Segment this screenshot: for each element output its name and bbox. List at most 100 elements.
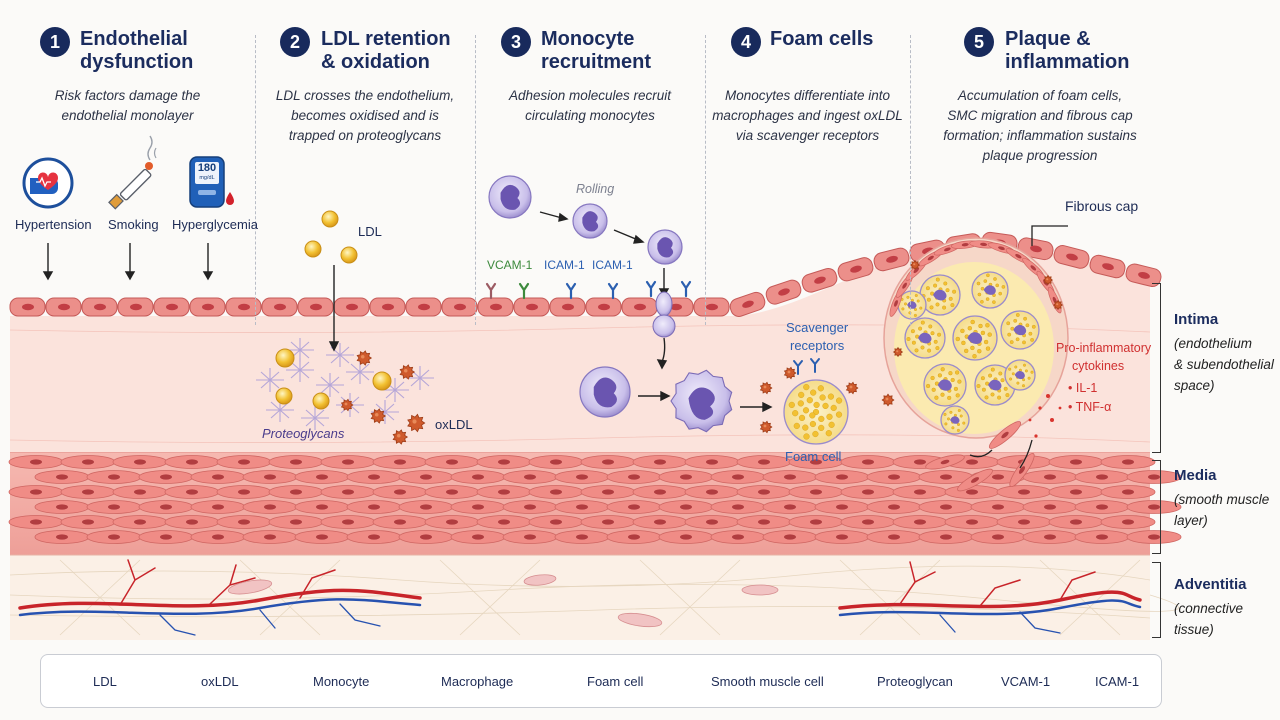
hypertension-icon [22, 157, 74, 209]
smooth-muscle-cell [86, 530, 142, 544]
foam-cell [897, 290, 927, 320]
legend: LDL oxLDL Monocyte Macrophage Foam cell … [40, 654, 1162, 708]
smooth-muscle-cell [34, 500, 90, 514]
endothelial-cell [153, 297, 190, 317]
smooth-muscle-cell [632, 485, 688, 499]
endothelial-cell [585, 297, 622, 317]
monocyte-arrows [539, 211, 773, 413]
smooth-muscle-cell [684, 485, 740, 499]
endothelial-cell [513, 297, 550, 317]
smooth-muscle-cell [970, 500, 1026, 514]
smc-migration-arrows [969, 439, 1033, 469]
smooth-muscle-cell [424, 515, 480, 529]
smooth-muscle-cell [788, 485, 844, 499]
smooth-muscle-cell [736, 485, 792, 499]
smooth-muscle-cell [320, 455, 376, 469]
migrating-smcs [925, 421, 1035, 492]
smooth-muscle-cell [528, 515, 584, 529]
smooth-muscle-cell [372, 515, 428, 529]
proteoglycan [316, 373, 344, 397]
smooth-muscle-cell [216, 455, 272, 469]
monocyte [647, 229, 683, 265]
step-divider [705, 35, 706, 325]
smooth-muscle-cell [762, 500, 818, 514]
endothelial-cell [549, 297, 586, 317]
plaque [881, 225, 1069, 492]
smooth-muscle-cell [450, 470, 506, 484]
media-bracket [1152, 460, 1161, 554]
smooth-muscle-cell [476, 515, 532, 529]
ldl-label: LDL [358, 224, 382, 239]
smooth-muscle-cell [892, 515, 948, 529]
proteoglycan [326, 343, 354, 367]
smooth-muscle-cell [112, 455, 168, 469]
step-description: Accumulation of foam cells,SMC migration… [943, 88, 1137, 163]
ldl-entry-arrow [328, 265, 340, 352]
smooth-muscle-cell [424, 455, 480, 469]
step-number: 5 [964, 27, 994, 57]
macrophages [670, 369, 733, 433]
smooth-muscle-cell [840, 455, 896, 469]
foam-cell [783, 379, 849, 445]
oxldl-particle [783, 366, 797, 380]
smooth-muscle-cell [450, 500, 506, 514]
smooth-muscle-cell [372, 455, 428, 469]
vcam1-label: VCAM-1 [487, 258, 533, 272]
endothelial-cell [873, 247, 910, 272]
smooth-muscle-cell [1074, 500, 1130, 514]
smooth-muscle-cell [242, 500, 298, 514]
smooth-muscle-cell [1126, 530, 1182, 544]
smooth-muscle-cell [164, 455, 220, 469]
smooth-muscle-cell [86, 470, 142, 484]
oxldl-particles [340, 350, 426, 445]
plaque-foam-cells [897, 271, 1040, 435]
monocytes [488, 175, 683, 418]
foam-cell [1000, 310, 1040, 350]
foam-cell [923, 363, 967, 407]
smooth-muscle-cell [996, 515, 1052, 529]
step-number: 1 [40, 27, 70, 57]
cytokines-label-2: cytokines [1072, 359, 1125, 373]
smooth-muscle-cell [294, 500, 350, 514]
smooth-muscle-cell [580, 455, 636, 469]
legend-macrophage: Macrophage [441, 673, 514, 689]
smooth-muscle-cell [710, 500, 766, 514]
adventitia-fibers [9, 559, 1179, 636]
endothelial-cell [693, 297, 730, 317]
ldl-particles [275, 210, 392, 410]
oxldl-particle [370, 408, 387, 424]
fibrous-cap-cells [889, 240, 1062, 317]
smooth-muscle-cell [8, 485, 64, 499]
scavenger-receptors-label: Scavenger [786, 320, 849, 335]
smooth-muscle-cell [762, 470, 818, 484]
smooth-muscle-cell [138, 500, 194, 514]
proteoglycan [346, 360, 374, 384]
step-description: LDL crosses the endothelium,becomes oxid… [275, 88, 455, 143]
smooth-muscle-cell [1126, 470, 1182, 484]
smooth-muscle-cell [554, 530, 610, 544]
endothelial-cell [837, 257, 874, 282]
legend-ldl: LDL [93, 673, 117, 689]
oxldl-particle [892, 346, 904, 358]
endothelial-cell [81, 297, 118, 317]
hyperglycemia-label: Hyperglycemia [172, 217, 258, 232]
smooth-muscle-cell [1048, 485, 1104, 499]
endothelial-cell [477, 297, 514, 317]
legend-icam1: ICAM-1 [1095, 673, 1140, 689]
glucometer-icon [189, 156, 234, 208]
smooth-muscle-cell [1100, 485, 1156, 499]
smooth-muscle-cell [86, 500, 142, 514]
endothelial-cell [117, 297, 154, 317]
scavenger-receptors-label-2: receptors [790, 338, 845, 353]
proteoglycan [256, 368, 284, 392]
endothelial-cell [621, 297, 658, 317]
oxldl-particle [1053, 299, 1063, 311]
smooth-muscle-cell [1100, 455, 1156, 469]
smooth-muscle-cell [60, 485, 116, 499]
smooth-muscle-cell [840, 485, 896, 499]
